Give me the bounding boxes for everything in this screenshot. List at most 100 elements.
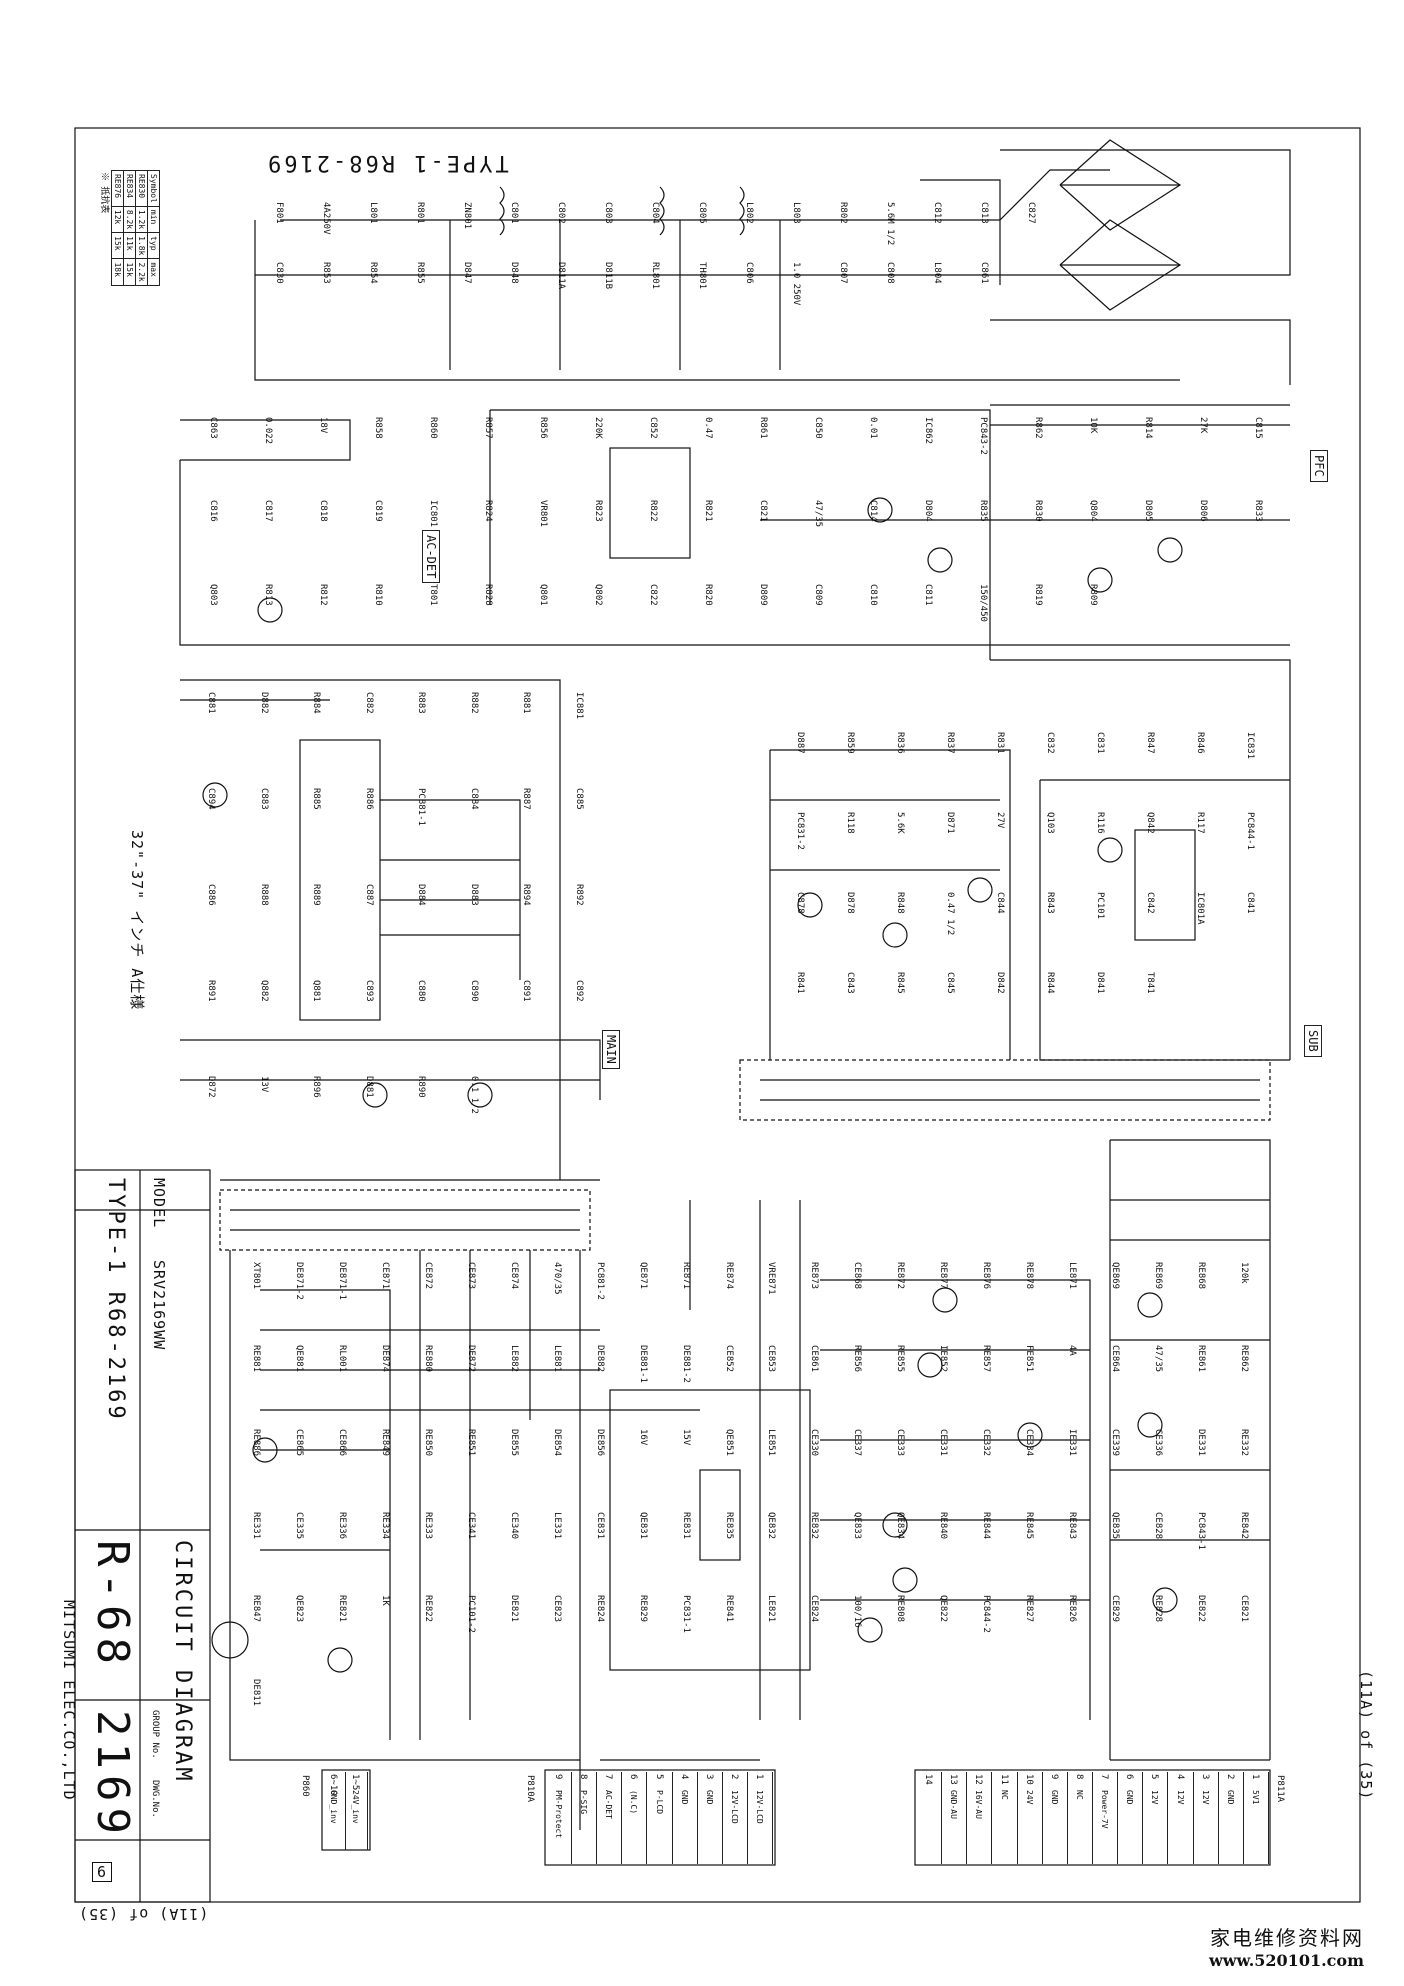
component-label: 0.1 1/2 [468,1076,479,1114]
component-label: L804 [932,262,943,284]
resistor-table: Symbol min typ max RE830 1.2k 1.8k 2.2k … [111,170,160,286]
doc-title: CIRCUIT DIAGRAM [170,1540,195,1784]
connector-pin-number: 3 [703,1774,714,1780]
component-label: Q842 [1145,812,1155,834]
table-header: typ [147,232,160,259]
component-label: R835 [977,500,988,523]
connector-pin-signal: 12V [1150,1790,1160,1805]
connector-pin-number: 14 [923,1774,934,1785]
connector-pin-number: 6 [628,1774,639,1780]
block-label-sub: SUB [1304,1025,1322,1057]
connector-pin-signal: P-SIG [579,1790,589,1815]
table-header: Symbol [147,170,160,207]
component-label: 1K [380,1595,391,1607]
component-label: R860 [427,417,438,439]
component-label: QE834 [895,1512,906,1540]
component-label: C842 [1145,892,1155,914]
connector-pin-signal: GND_inv [328,1790,338,1824]
connector-pin-signal: GND [1125,1790,1135,1805]
component-label: R886 [363,788,374,810]
connector-pin-signal: P-LCD [654,1790,664,1815]
p811a-box [914,1769,1271,1866]
component-label: R848 [895,892,905,914]
component-label: PC101 [1095,892,1105,920]
component-label: LE882 [508,1345,519,1373]
component-label: 0.47 [702,417,713,439]
component-label: 5.6K [895,812,905,834]
table-header-row: Symbol min typ max [147,170,160,286]
component-label: RE855 [895,1345,906,1373]
table-cell: 2.2k [135,258,148,286]
connector-pin-number: 7 [1099,1774,1110,1780]
component-label: QE871 [637,1262,648,1290]
component-label: C808 [885,262,896,284]
component-label: C809 [812,583,823,606]
connector-pin: 6(N.C) [623,1772,648,1864]
component-label: C802 [555,202,566,224]
component-label: PC844-2 [981,1595,992,1634]
component-label: C841 [1245,892,1255,914]
component-label: RE826 [1066,1595,1077,1623]
component-label: R857 [482,417,493,439]
component-label: R801 [414,202,425,224]
connector-pin-signal: GND [1225,1790,1235,1805]
component-label: R885 [311,788,322,810]
component-label: IE852 [938,1345,949,1373]
component-label: R117 [1195,812,1205,834]
component-label: CE332 [981,1428,992,1456]
component-label: CE828 [1152,1512,1163,1540]
connector-pin-number: 9 [553,1774,564,1780]
component-label: R831 [995,732,1005,754]
p810a-box [544,1769,776,1866]
component-label: T841 [1145,972,1155,994]
component-label: DE881-2 [680,1345,691,1384]
component-label: CE824 [809,1595,820,1623]
xt801-box [219,1189,591,1251]
component-label: D841 [1095,972,1105,994]
component-label: CE829 [1109,1595,1120,1623]
component-label: RE808 [895,1595,906,1623]
component-label: QE823 [294,1595,305,1623]
component-label: RE856 [852,1345,863,1373]
connector-pin-number: 8 [1073,1774,1084,1780]
model-label: MODEL [150,1178,168,1229]
model-value: SRV2169WW [150,1260,168,1351]
component-label: C812 [932,202,943,224]
connector-pin-number: 1~5 [350,1774,360,1791]
table-cell: 1.2k [135,206,148,233]
title-block [74,1169,211,1903]
component-label: RE886 [251,1428,262,1456]
component-label: RE824 [594,1595,605,1623]
component-label: C811 [922,583,933,606]
component-label: 13V [258,1076,269,1093]
component-label: RE333 [423,1512,434,1540]
component-label: C830 [273,262,284,284]
component-label: C810 [867,583,878,606]
connector-pin-signal: Power-7V [1100,1790,1110,1829]
component-label: DE874 [380,1345,391,1373]
component-label: D871 [945,812,955,834]
component-label: RE868 [1195,1262,1206,1290]
component-label: QE822 [938,1595,949,1623]
component-label: QE833 [852,1512,863,1540]
component-label: C816 [207,500,218,523]
component-label: RE845 [1023,1512,1034,1540]
component-label: D811A [555,262,566,290]
component-label: CE336 [1152,1428,1163,1456]
component-label: C890 [468,980,479,1002]
component-label: 1.0 250V [791,262,802,306]
component-label: DE881-1 [637,1345,648,1384]
component-label: 5.6M 1/2 [885,202,896,246]
component-label: DE855 [508,1428,519,1456]
component-label: RE873 [809,1262,820,1290]
table-cell: 15k [123,258,136,286]
